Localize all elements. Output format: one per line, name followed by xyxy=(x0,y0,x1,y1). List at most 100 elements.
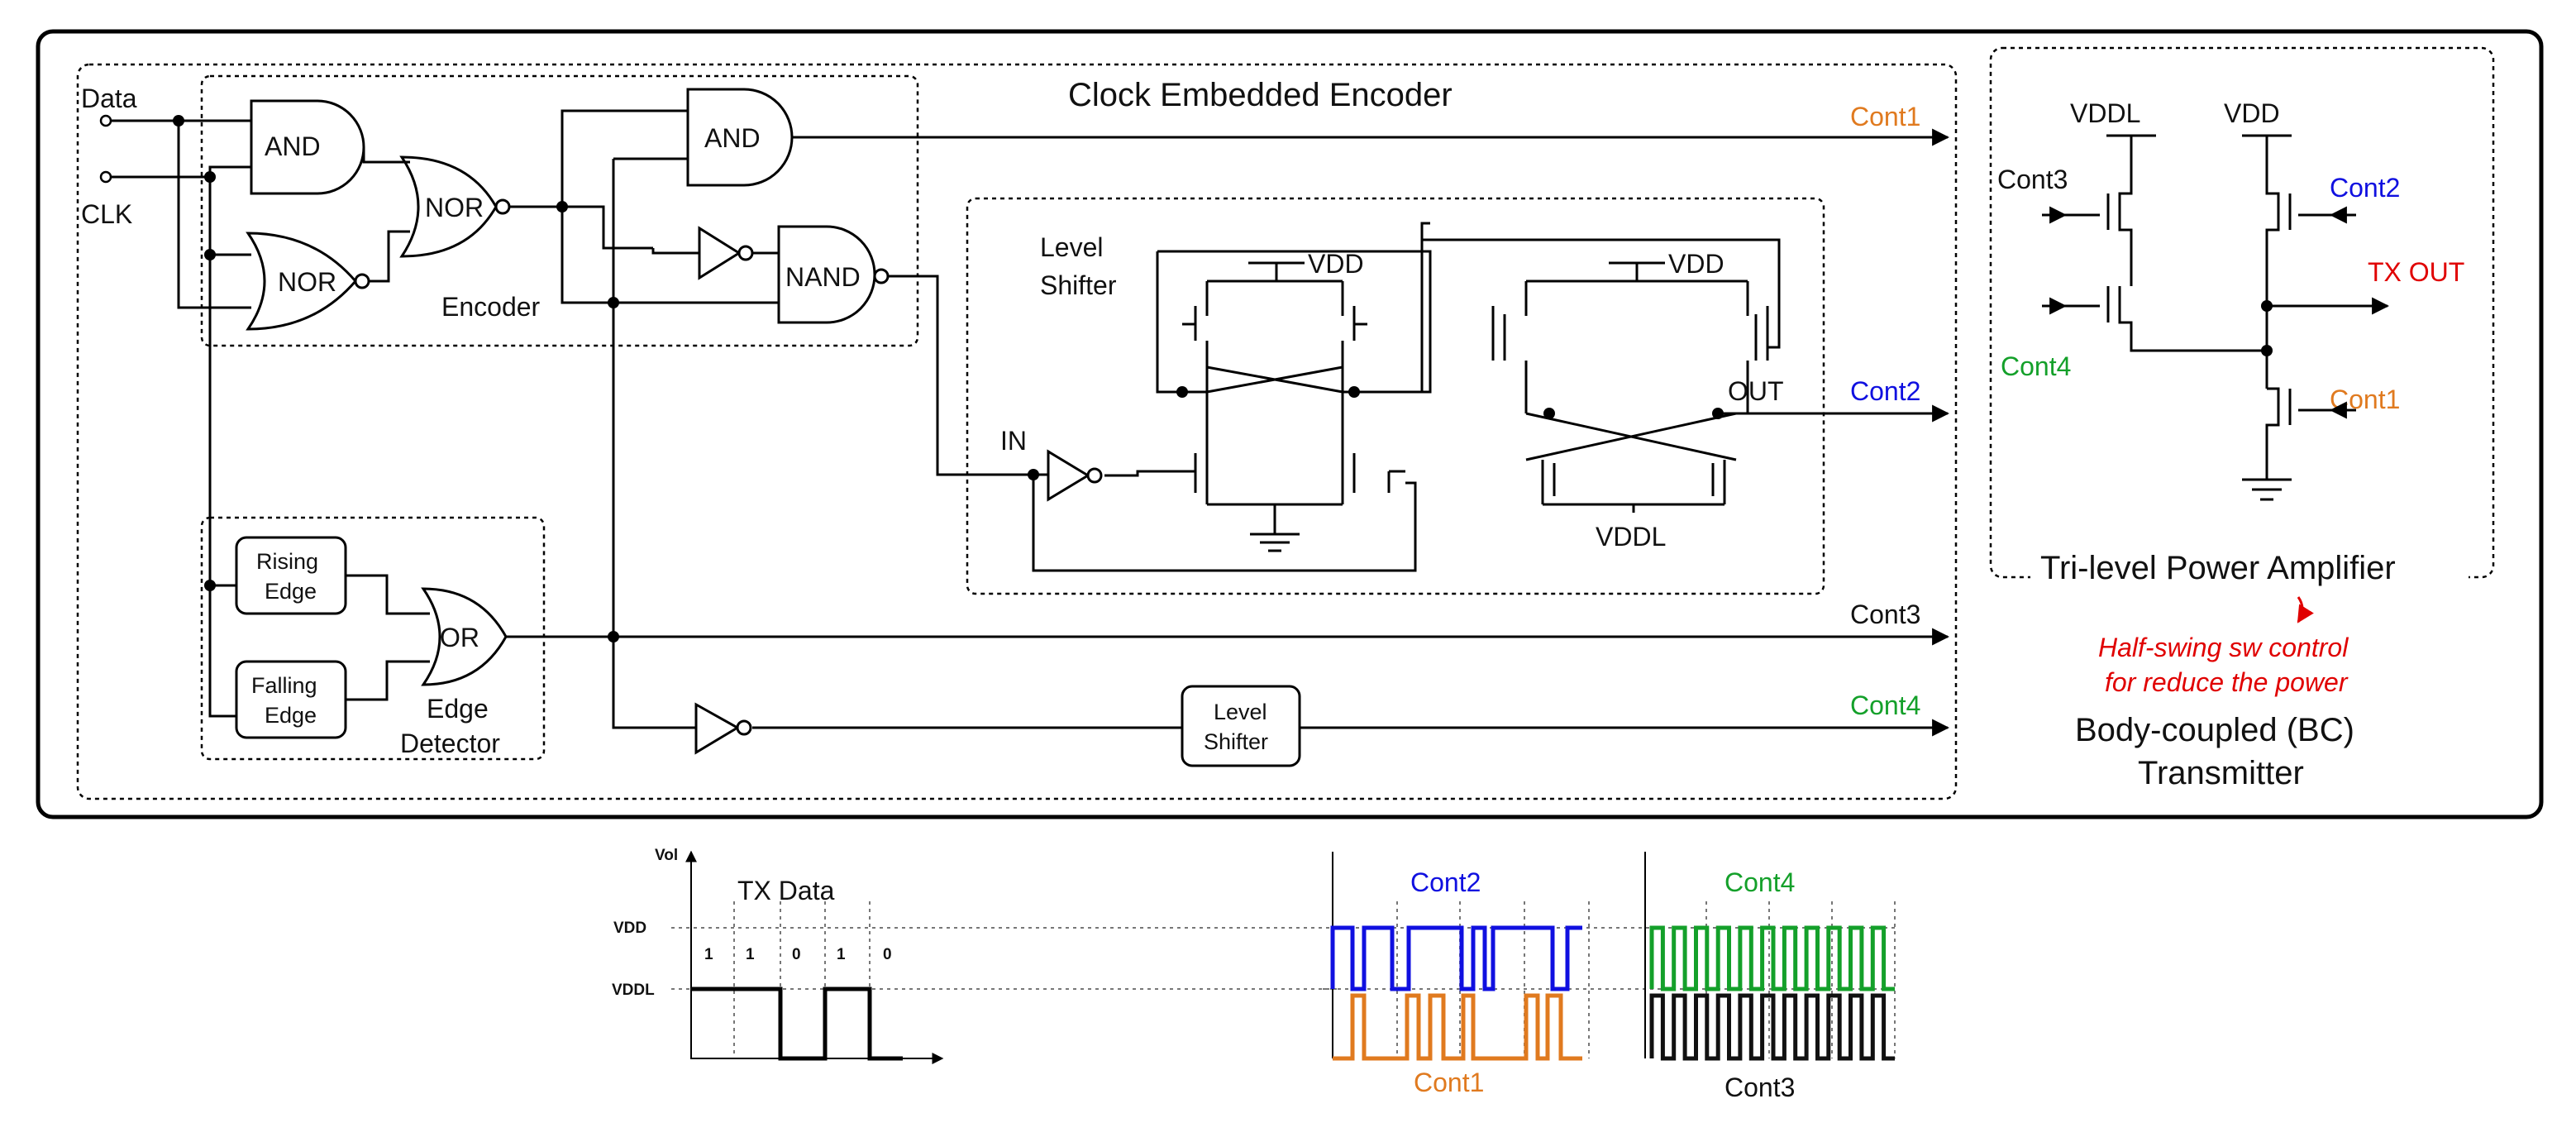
wave-tx-title: TX Data xyxy=(737,876,835,905)
level-shifter-boundary xyxy=(966,197,1825,595)
cont4-bus-label: Cont4 xyxy=(1850,690,1920,720)
wave-cont4-trace xyxy=(1649,925,1895,991)
inverter-encoder xyxy=(698,226,742,280)
or-gate-label: OR xyxy=(440,623,479,652)
and-gate-2-label: AND xyxy=(704,123,761,153)
pa-out-node xyxy=(2261,300,2273,312)
wave-tx-data-trace xyxy=(691,987,903,1061)
out-pin-label: OUT xyxy=(1728,376,1784,406)
cont2-bus-label: Cont2 xyxy=(1850,376,1920,406)
outer-frame xyxy=(36,29,2544,819)
rising-edge-line2: Edge xyxy=(265,579,317,604)
cont3-trunk xyxy=(612,159,696,729)
clk-to-edge-net xyxy=(208,584,236,718)
clk-junction-2 xyxy=(204,249,216,260)
clk-junction-1 xyxy=(204,171,216,183)
data-junction xyxy=(173,115,184,127)
and-gate-2 xyxy=(686,88,794,187)
wave-vdd-label: VDD xyxy=(613,920,646,937)
inverter-cont4-bubble xyxy=(736,719,752,736)
wave-bit-0: 1 xyxy=(704,946,713,963)
edge-detector-line2: Detector xyxy=(400,729,500,758)
falling-edge-line2: Edge xyxy=(265,703,317,728)
inverter-ls xyxy=(1047,449,1090,502)
wave-y-axis-label: Vol xyxy=(655,847,678,864)
inverter-cont4 xyxy=(694,702,740,755)
wave-bit-2: 0 xyxy=(792,946,801,963)
pa-mid-node xyxy=(2261,345,2273,356)
wave-c34-gridlines xyxy=(1705,901,1896,1058)
note-line2: for reduce the power xyxy=(2105,667,2349,697)
cont3-bus-label: Cont3 xyxy=(1850,600,1920,629)
clk-net xyxy=(111,165,251,585)
wave-bit-3: 1 xyxy=(837,946,846,963)
encoder-sub-boundary xyxy=(200,74,919,347)
level-shifter-small-line1: Level xyxy=(1214,700,1267,724)
level-shifter-title-line2: Shifter xyxy=(1040,270,1117,300)
encoder-block-boundary xyxy=(76,63,1958,800)
level-shifter-small xyxy=(1181,685,1301,767)
wave-time-gridlines xyxy=(733,901,871,1058)
wave-bit-4: 0 xyxy=(883,946,892,963)
cont1-bus-label: Cont1 xyxy=(1850,102,1920,131)
clk-input-label: CLK xyxy=(81,199,132,229)
ls-bridge-net xyxy=(1354,222,1781,394)
cont3-junction-nand xyxy=(608,297,619,308)
wave-cont4-title: Cont4 xyxy=(1724,867,1795,897)
nor-to-inv-net xyxy=(651,248,699,255)
and1-to-nor-net xyxy=(362,147,410,164)
edge-to-or-net xyxy=(346,574,430,701)
ls-left-node-a xyxy=(1176,386,1188,398)
in-to-inv-net xyxy=(1032,473,1417,572)
nor-out-branch xyxy=(561,109,784,304)
wave-cont1-title: Cont1 xyxy=(1414,1068,1484,1097)
and-gate-1-label: AND xyxy=(265,131,321,161)
ls-vddl-label: VDDL xyxy=(1596,522,1666,552)
pa-cont2-label: Cont2 xyxy=(2330,173,2400,203)
edge-detector-line1: Edge xyxy=(427,694,489,724)
inverter-encoder-bubble xyxy=(737,245,754,261)
nand-gate-label: NAND xyxy=(785,262,861,292)
wave-cont1-trace xyxy=(1333,993,1582,1061)
nand-to-in-net xyxy=(888,275,1033,476)
ls-right-node-a xyxy=(1543,408,1555,419)
ls-vdd-right: VDD xyxy=(1668,249,1724,279)
bc-transmitter-line2: Transmitter xyxy=(2138,755,2304,791)
nor-gate-lower xyxy=(246,232,357,331)
or-gate xyxy=(421,587,508,686)
nor-gate-lower-label: NOR xyxy=(278,267,336,297)
level-shifter-title-line1: Level xyxy=(1040,232,1104,262)
pa-tx-out-label: TX OUT xyxy=(2368,257,2464,287)
wave-cont2-trace xyxy=(1330,925,1582,991)
wave-cont2-title: Cont2 xyxy=(1410,867,1481,897)
rising-edge-line1: Rising xyxy=(256,549,318,574)
wave-vddl-label: VDDL xyxy=(612,982,655,999)
edge-detector-boundary xyxy=(200,516,546,761)
nor-gate-middle-label: NOR xyxy=(425,193,484,222)
pa-title-bg xyxy=(2030,551,2469,590)
nor-gate-middle xyxy=(399,155,498,258)
encoder-label: Encoder xyxy=(441,292,541,322)
ls-left-circuit xyxy=(1104,250,1432,552)
inverter-ls-bubble xyxy=(1086,467,1103,484)
nor-gate-lower-bubble xyxy=(354,273,370,289)
wave-cont3-title: Cont3 xyxy=(1724,1073,1795,1102)
pa-circuit xyxy=(2065,134,2386,501)
bc-transmitter-line1: Body-coupled (BC) xyxy=(2075,712,2354,748)
nor-gate-middle-bubble xyxy=(494,198,511,215)
clk-junction-3 xyxy=(204,580,216,591)
pa-boundary xyxy=(1989,46,2495,579)
ls-right-node-b xyxy=(1712,408,1724,419)
in-pin-label: IN xyxy=(1000,426,1027,456)
ls-vdd-left: VDD xyxy=(1308,249,1364,279)
pa-title: Tri-level Power Amplifier xyxy=(2040,550,2396,586)
ls-left-nmos-r-gate xyxy=(1387,470,1405,493)
data-input-terminal xyxy=(99,114,112,127)
encoder-block-title: Clock Embedded Encoder xyxy=(1068,77,1453,113)
nand-gate-bubble xyxy=(873,268,890,284)
note-line1: Half-swing sw control xyxy=(2098,633,2349,662)
pa-vddl-label: VDDL xyxy=(2070,98,2140,128)
pa-vdd-label: VDD xyxy=(2224,98,2280,128)
note-arrow xyxy=(2297,596,2314,623)
